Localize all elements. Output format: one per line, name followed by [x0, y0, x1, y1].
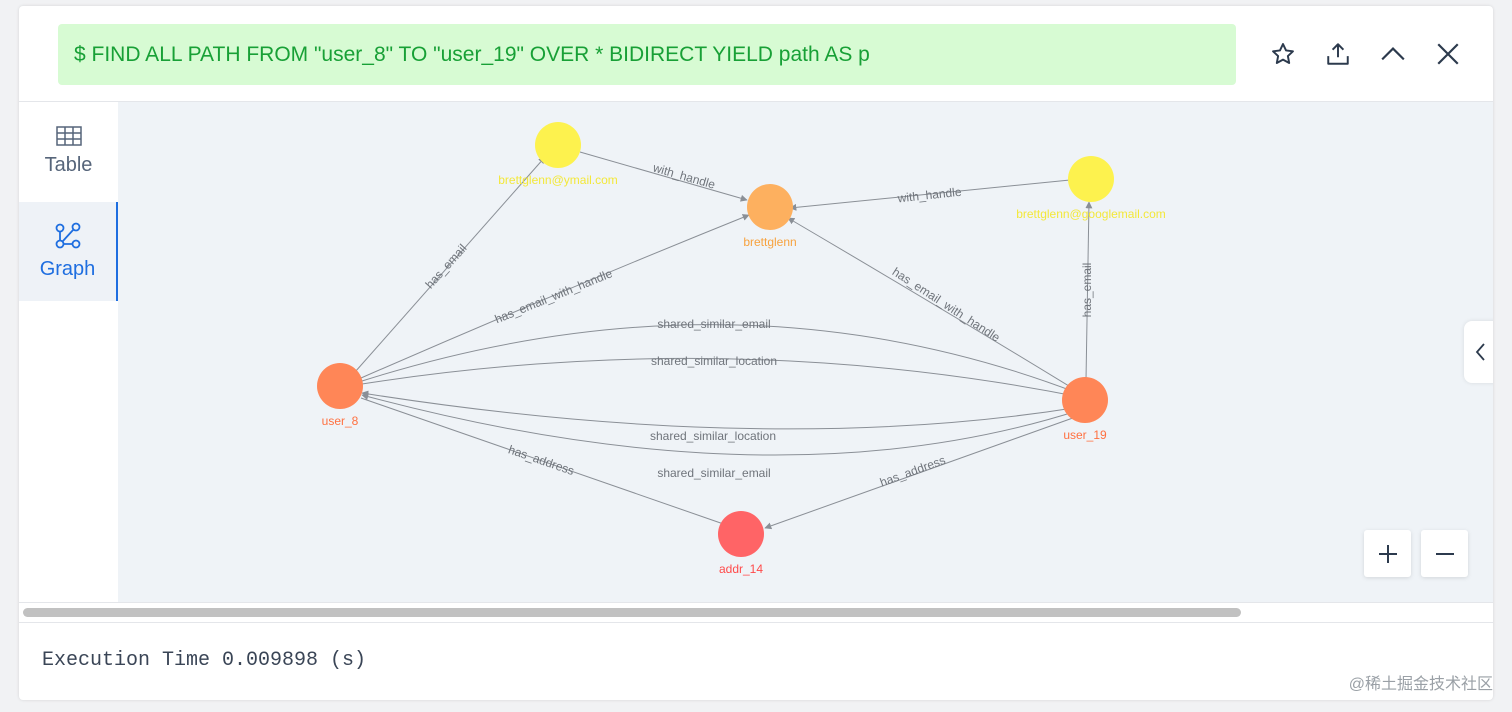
tab-graph[interactable]: Graph	[19, 202, 118, 301]
tab-table-label: Table	[44, 154, 93, 176]
graph-node[interactable]	[317, 363, 363, 409]
view-tabs: Table Graph	[19, 102, 118, 602]
edge-label: has_address	[507, 442, 577, 478]
minus-icon	[1435, 552, 1454, 555]
star-icon	[1271, 43, 1294, 64]
divider	[19, 622, 1493, 623]
edge-label: shared_similar_email	[657, 317, 770, 331]
graph-edge[interactable]	[361, 324, 1081, 395]
close-icon	[1436, 43, 1459, 65]
graph-edge[interactable]	[361, 357, 1081, 400]
horizontal-scrollbar[interactable]	[19, 602, 1493, 623]
node-label: brettglenn@googlemail.com	[1016, 207, 1166, 221]
edge-label: has_address	[878, 453, 947, 490]
graph-edge[interactable]	[1085, 201, 1093, 381]
graph-canvas[interactable]: with_handle with_handle has_email has_em…	[118, 102, 1493, 602]
edge-label: has_email_with_handle	[493, 266, 615, 326]
query-statement: $ FIND ALL PATH FROM "user_8" TO "user_1…	[58, 24, 1236, 85]
table-icon	[55, 126, 82, 146]
tab-table[interactable]: Table	[19, 102, 118, 201]
toggle-side-panel-button[interactable]	[1464, 321, 1493, 383]
graph-edge[interactable]	[361, 390, 1081, 430]
divider	[19, 101, 1493, 102]
node-label: user_8	[322, 414, 359, 428]
collapse-result-button[interactable]	[1369, 32, 1416, 76]
result-actions	[1259, 32, 1471, 76]
graph-edge[interactable]	[579, 151, 748, 202]
chevron-up-icon	[1380, 47, 1405, 61]
node-label: user_19	[1063, 428, 1107, 442]
graph-node[interactable]	[747, 184, 793, 230]
graph-node[interactable]	[1068, 156, 1114, 202]
graph-edge[interactable]	[360, 214, 750, 379]
graph-svg: with_handle with_handle has_email has_em…	[317, 122, 1166, 576]
node-label: brettglenn	[743, 235, 796, 249]
graph-edge[interactable]	[360, 397, 736, 530]
graph-node[interactable]	[535, 122, 581, 168]
tab-graph-label: Graph	[39, 258, 96, 280]
edge-label: has_email	[1080, 263, 1094, 318]
edge-label: shared_similar_email	[657, 466, 770, 480]
result-panel: $ FIND ALL PATH FROM "user_8" TO "user_1…	[19, 6, 1493, 700]
graph-edge[interactable]	[764, 413, 1085, 530]
scrollbar-thumb[interactable]	[23, 608, 1241, 617]
execution-time: Execution Time 0.009898 (s)	[42, 649, 367, 672]
edge-label: with_handle	[650, 160, 717, 191]
node-label: brettglenn@ymail.com	[498, 173, 618, 187]
graph-edge[interactable]	[787, 217, 1083, 395]
graph-icon	[55, 222, 80, 249]
export-button[interactable]	[1314, 32, 1361, 76]
graph-edge[interactable]	[354, 156, 546, 373]
graph-node[interactable]	[718, 511, 764, 557]
graph-node[interactable]	[1062, 377, 1108, 423]
node-label: addr_14	[719, 562, 763, 576]
graph-edge[interactable]	[789, 179, 1071, 211]
favorite-button[interactable]	[1259, 32, 1306, 76]
edge-label: with_handle	[896, 185, 962, 206]
zoom-out-button[interactable]	[1421, 530, 1468, 577]
watermark: @稀土掘金技术社区	[1348, 676, 1493, 693]
plus-icon	[1378, 544, 1397, 563]
upload-icon	[1326, 43, 1349, 65]
chevron-left-icon	[1475, 343, 1485, 361]
zoom-in-button[interactable]	[1364, 530, 1411, 577]
edge-label: has_email_with_handle	[890, 265, 1003, 345]
edge-label: shared_similar_location	[650, 429, 776, 443]
edge-label: has_email	[423, 241, 470, 291]
edge-label: shared_similar_location	[651, 354, 777, 368]
graph-edge[interactable]	[361, 393, 1081, 456]
close-result-button[interactable]	[1424, 32, 1471, 76]
